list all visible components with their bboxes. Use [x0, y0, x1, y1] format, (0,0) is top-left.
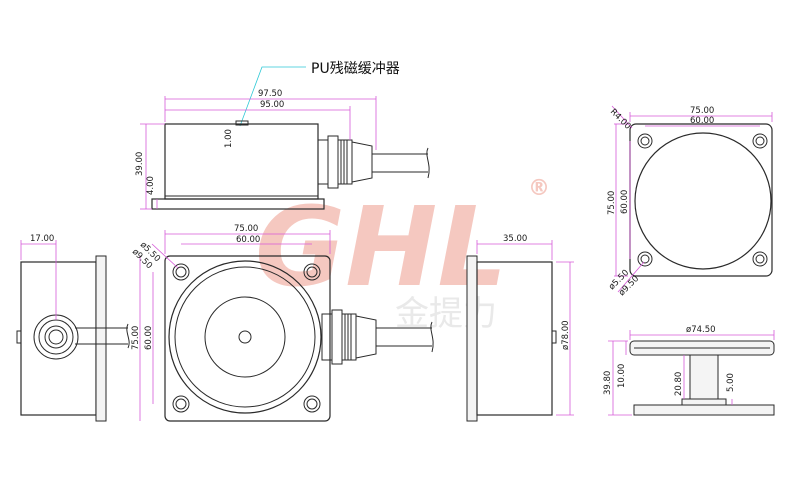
dim-radius-label: R4.00: [608, 107, 633, 132]
dim-17-00-label: 17.00: [30, 234, 54, 244]
front-gland-seal: [338, 139, 353, 185]
top-center-hole: [238, 330, 252, 344]
front-cable: [372, 153, 428, 173]
top-cable: [376, 327, 432, 347]
dim-35-00-label: 35.00: [503, 234, 527, 244]
right-plate: [466, 255, 478, 422]
dim-20-80-label: 20.80: [674, 372, 684, 396]
detail-top-view: 75.00 60.00 75.00 60.00 R4.00 ø5.50 ø9.5…: [607, 105, 773, 298]
dim-detail-60-label: 60.00: [690, 116, 714, 126]
title-leader: [239, 66, 306, 127]
watermark-cn: 金提力: [395, 294, 497, 334]
top-outer-ring: [168, 260, 322, 414]
left-view: 17.00: [16, 234, 130, 422]
dim-75-00-label: 75.00: [234, 224, 258, 234]
dim-10-00-label: 10.00: [617, 364, 627, 388]
watermark-registered: ®: [528, 176, 550, 201]
top-plate: [164, 255, 331, 422]
title-group: PU残磁缓冲器: [239, 61, 400, 127]
dim-97-50-label: 97.50: [258, 89, 282, 99]
front-gland-body: [327, 135, 339, 189]
front-sensor: [235, 120, 249, 126]
front-gland-nut: [317, 139, 329, 185]
detail-side-view: ø74.50 39.80 10.00 20.80 5.00: [603, 325, 775, 416]
dim-39-00-label: 39.00: [135, 152, 145, 176]
left-body: [20, 261, 97, 416]
dim-detail-75-label: 75.00: [690, 106, 714, 116]
detail-ring: [634, 132, 772, 270]
detail-plate: [629, 123, 773, 277]
left-cable: [75, 327, 128, 345]
left-gland: [33, 314, 79, 360]
svg-text:60.00: 60.00: [620, 190, 630, 214]
dim-39-80-label: 39.80: [603, 371, 613, 395]
watermark: GHL ® 金提力: [255, 176, 550, 334]
dim-5-00-label: 5.00: [726, 373, 736, 392]
dim-78-00-label: ø78.00: [561, 320, 571, 350]
svg-text:60.00: 60.00: [144, 326, 154, 350]
front-gland-cap: [351, 141, 373, 183]
front-base: [151, 198, 325, 210]
detail-stem: [689, 354, 719, 400]
dim-4-00-label: 4.00: [146, 176, 156, 195]
dim-95-00-label: 95.00: [260, 100, 284, 110]
dim-74-50-label: ø74.50: [686, 325, 716, 335]
left-plate: [95, 255, 107, 422]
front-view: 97.50 95.00 39.00 4.00 1.00: [135, 89, 430, 210]
right-view: 35.00 ø78.00: [466, 234, 574, 422]
page-title: PU残磁缓冲器: [311, 61, 400, 77]
dim-1-00-label: 1.00: [224, 129, 234, 148]
dim-60-00-label: 60.00: [236, 235, 260, 245]
svg-text:75.00: 75.00: [607, 191, 617, 215]
top-inner-face: [204, 296, 286, 378]
svg-text:75.00: 75.00: [131, 326, 141, 350]
detail-base: [633, 404, 775, 416]
top-view: 75.00 60.00 75.00 60.00 ø5.50 ø9.50: [130, 224, 434, 422]
